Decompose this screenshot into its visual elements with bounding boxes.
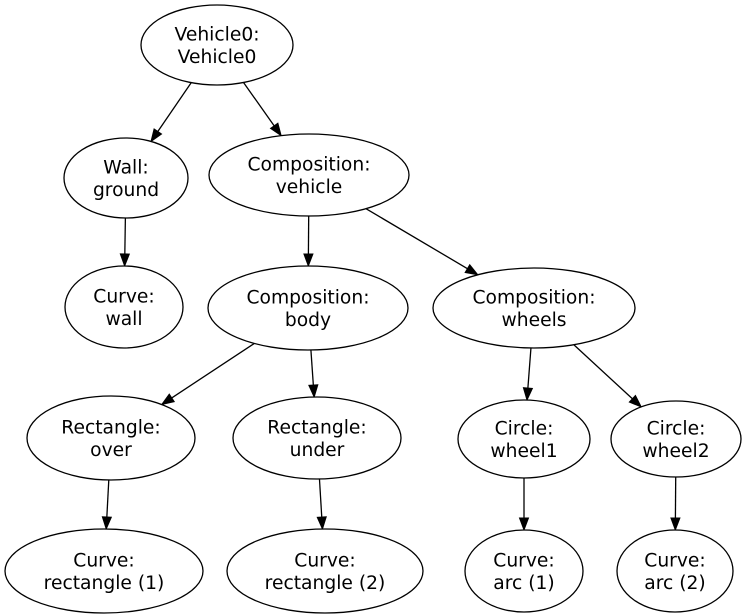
- node-ellipse: [232, 396, 402, 480]
- edge-arrowhead: [316, 516, 327, 531]
- node-ellipse: [63, 137, 189, 219]
- edge-arrowhead: [269, 122, 282, 137]
- edge-line: [157, 82, 192, 132]
- node-label: Composition:body: [246, 288, 369, 331]
- node-ellipse: [432, 267, 636, 349]
- node-label: Composition:wheels: [472, 288, 595, 331]
- node-comp-body: Composition:body: [207, 265, 409, 351]
- node-label: Curve:wall: [93, 287, 154, 330]
- node-label: Rectangle:over: [61, 418, 160, 461]
- node-ellipse: [464, 529, 584, 613]
- edge-comp-body-rect-over: [160, 342, 255, 406]
- node-rect-over: Rectangle:over: [26, 395, 196, 481]
- node-label: Curve:rectangle (1): [44, 551, 165, 594]
- node-label: Circle:wheel2: [642, 419, 709, 462]
- node-curve-arc1: Curve:arc (1): [464, 529, 584, 613]
- edge-comp-vehicle-comp-wheels: [365, 208, 480, 276]
- edge-arrowhead: [101, 516, 113, 531]
- node-label: Curve:rectangle (2): [265, 551, 386, 594]
- edge-comp-wheels-circle-wheel1: [522, 347, 534, 402]
- edge-comp-body-rect-under: [308, 349, 319, 399]
- node-ellipse: [610, 400, 742, 478]
- edge-vehicle0-wall-ground: [150, 82, 192, 143]
- edge-line: [365, 208, 468, 270]
- edge-line: [106, 479, 110, 518]
- node-circle-wheel1: Circle:wheel1: [457, 399, 591, 479]
- edge-arrowhead: [628, 394, 643, 408]
- node-ellipse: [4, 528, 204, 614]
- edge-rect-over-curve-rect1: [101, 479, 113, 531]
- edge-arrowhead: [670, 517, 681, 532]
- edge-arrowhead: [464, 263, 480, 276]
- node-label: Curve:arc (2): [644, 551, 705, 594]
- edge-vehicle0-comp-vehicle: [242, 82, 282, 137]
- node-ellipse: [140, 4, 294, 86]
- node-ellipse: [616, 529, 734, 613]
- node-curve-arc2: Curve:arc (2): [616, 529, 734, 613]
- edge-arrowhead: [160, 393, 176, 406]
- node-label: Curve:arc (1): [493, 551, 554, 594]
- edge-arrowhead: [119, 253, 131, 268]
- node-label: Composition:vehicle: [247, 155, 370, 198]
- node-vehicle0: Vehicle0:Vehicle0: [140, 4, 294, 86]
- edge-comp-vehicle-comp-body: [303, 215, 314, 268]
- node-curve-rect2: Curve:rectangle (2): [226, 528, 424, 614]
- node-curve-wall: Curve:wall: [64, 265, 184, 349]
- node-label: Vehicle0:Vehicle0: [174, 25, 259, 68]
- edge-line: [242, 82, 275, 127]
- node-label: Rectangle:under: [267, 418, 366, 461]
- node-ellipse: [207, 265, 409, 351]
- edge-line: [124, 217, 127, 255]
- node-wall-ground: Wall:ground: [63, 137, 189, 219]
- edge-arrowhead: [522, 387, 534, 402]
- node-ellipse: [26, 395, 196, 481]
- edge-arrowhead: [150, 128, 163, 143]
- edge-rect-under-curve-rect2: [316, 478, 327, 531]
- node-label: Wall:ground: [93, 158, 159, 201]
- edge-arrowhead: [518, 517, 530, 532]
- node-rect-under: Rectangle:under: [232, 396, 402, 480]
- edge-circle-wheel2-curve-arc2: [670, 476, 681, 532]
- edge-line: [318, 478, 323, 518]
- edge-circle-wheel1-curve-arc1: [518, 478, 530, 532]
- node-ellipse: [226, 528, 424, 614]
- node-curve-rect1: Curve:rectangle (1): [4, 528, 204, 614]
- edge-arrowhead: [303, 253, 314, 268]
- edge-line: [310, 349, 314, 386]
- edge-comp-wheels-circle-wheel2: [573, 344, 643, 408]
- node-circle-wheel2: Circle:wheel2: [610, 400, 742, 478]
- node-label: Circle:wheel1: [490, 419, 557, 462]
- node-comp-vehicle: Composition:vehicle: [208, 133, 410, 217]
- edge-wall-ground-curve-wall: [119, 217, 131, 268]
- node-comp-wheels: Composition:wheels: [432, 267, 636, 349]
- node-ellipse: [457, 399, 591, 479]
- edge-line: [171, 342, 255, 399]
- edge-line: [573, 344, 633, 400]
- edge-arrowhead: [308, 384, 319, 399]
- edge-line: [527, 347, 532, 389]
- node-ellipse: [64, 265, 184, 349]
- node-ellipse: [208, 133, 410, 217]
